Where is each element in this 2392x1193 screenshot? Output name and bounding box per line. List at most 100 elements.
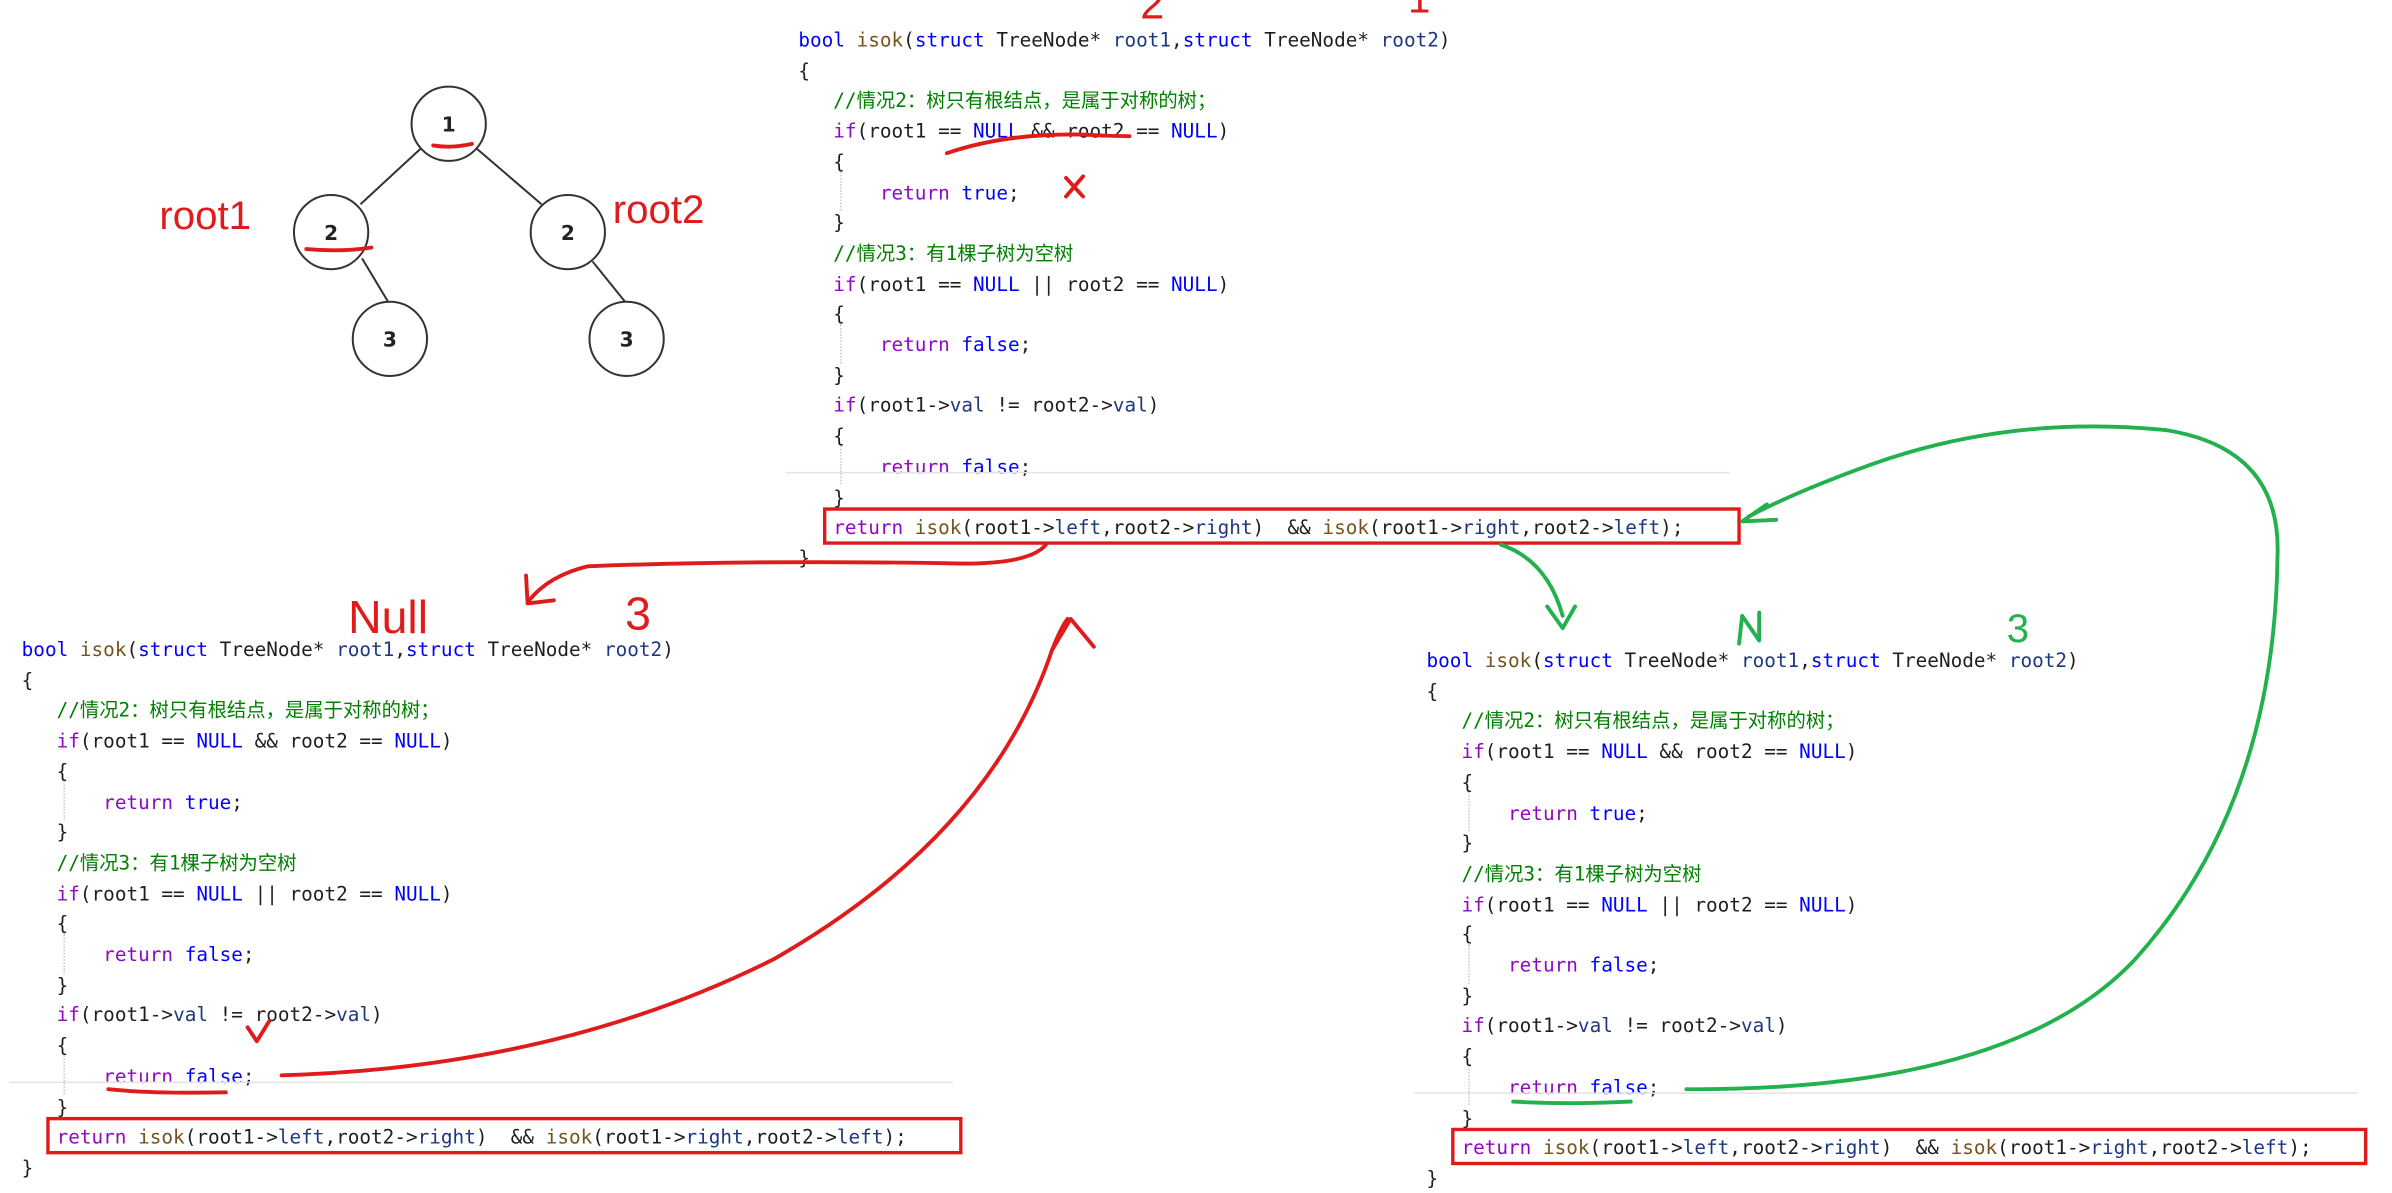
indent-guide [63, 781, 66, 821]
code-token: ; [1019, 454, 1032, 478]
green-return-curve [1684, 424, 2280, 1092]
top-annotation-1: 1 [1408, 0, 1430, 21]
code-line: if(root1 == NULL && root2 == NULL) [1427, 737, 1857, 766]
code-line: return false; [798, 330, 1031, 359]
code-line: if(root1 == NULL || root2 == NULL) [1427, 889, 1857, 918]
indent-guide [63, 933, 66, 973]
indent-guide [840, 171, 843, 211]
code-token: return [56, 1125, 139, 1149]
code-token: != root2-> [984, 393, 1113, 417]
code-token: || root2 == [1647, 892, 1800, 916]
red-arrowhead-up [1050, 616, 1096, 652]
code-line: { [798, 421, 845, 450]
code-token: return [1508, 953, 1590, 977]
code-token: { [1426, 678, 1439, 702]
code-line: { [1426, 919, 1474, 948]
code-token: root2 [1380, 27, 1439, 52]
code-line: { [798, 55, 810, 84]
code-token: TreeNode* [219, 637, 337, 661]
code-line: } [1427, 980, 1473, 1009]
code-line: } [798, 360, 845, 389]
code-line: if(root1->val != root2->val) [1427, 1011, 1787, 1040]
code-token: struct [914, 27, 997, 52]
code-token: if [1461, 1014, 1485, 1038]
code-token: true [1589, 800, 1637, 824]
underline-right-return [1511, 1099, 1633, 1106]
code-token: val [949, 393, 985, 417]
editor-separator [9, 1080, 954, 1083]
code-line: } [798, 208, 845, 237]
code-token: ,root2-> [324, 1125, 418, 1149]
code-line: return false; [22, 939, 255, 968]
code-token: struct [138, 637, 220, 661]
code-token: { [21, 911, 69, 935]
code-line: { [22, 909, 69, 938]
code-token: NULL [973, 271, 1020, 295]
code-token: (root1-> [856, 393, 950, 417]
code-token: if [56, 1003, 80, 1027]
code-line: bool isok(struct TreeNode* root1,struct … [798, 25, 1450, 54]
green-annotations [1498, 424, 2280, 1106]
code-token: root1 [1740, 648, 1800, 672]
code-line: if(root1->val != root2->val) [798, 390, 1159, 419]
code-token: ) [1438, 27, 1451, 52]
tree-node-1: 1 [410, 85, 487, 162]
code-token: val [336, 1003, 372, 1027]
code-token: (root1 == [1484, 892, 1602, 916]
code-token: ( [903, 27, 915, 52]
code-line: return false; [1427, 950, 1659, 979]
code-line: } [22, 970, 69, 999]
code-token: || root2 == [1019, 271, 1172, 295]
code-block-right: bool isok(struct TreeNode* root1,struct … [1414, 645, 2371, 1190]
svg-text:3: 3 [383, 328, 397, 352]
code-token: root1 [336, 637, 395, 661]
code-token: struct [405, 637, 488, 661]
code-line: { [798, 299, 845, 328]
green-arrowhead-down [1545, 604, 1577, 631]
code-token: { [798, 302, 845, 326]
code-line: //情况3：有1棵子树为空树 [798, 238, 1073, 267]
code-token: (root1-> [1484, 1014, 1578, 1038]
code-token: bool [1426, 648, 1485, 672]
code-token: //情况2：树只有根结点，是属于对称的树； [1426, 709, 1845, 733]
code-token: NULL [1171, 119, 1218, 143]
root1-label: root1 [159, 193, 251, 238]
left-annotation-3: 3 [625, 588, 651, 640]
code-token: { [1426, 922, 1474, 946]
code-token: val [173, 1003, 209, 1027]
code-token: ,root2-> [1729, 1135, 1823, 1160]
code-token: , [394, 637, 406, 661]
tree-node-3-left: 3 [351, 300, 429, 377]
code-token: isok [1950, 1135, 1998, 1160]
code-token: ,root2-> [1101, 515, 1195, 539]
code-line: { [1427, 1041, 1473, 1070]
indent-guide [63, 1055, 66, 1095]
code-line: } [1427, 1102, 1473, 1131]
code-token: return [103, 942, 185, 966]
code-token: ,root2-> [1520, 515, 1614, 539]
highlight-box-left [46, 1116, 963, 1155]
code-token: return [103, 789, 185, 814]
indent-guide [1468, 944, 1471, 984]
code-token: { [21, 667, 34, 692]
code-token: left [1054, 515, 1102, 539]
code-token: (root1 == [856, 271, 974, 295]
code-token: != root2-> [208, 1003, 337, 1027]
code-token: root2 [603, 637, 663, 661]
code-token: true [961, 180, 1008, 204]
code-line: { [1427, 767, 1473, 796]
code-token: if [1461, 739, 1485, 763]
code-token: if [56, 728, 80, 753]
code-token: ) [440, 881, 453, 905]
code-token: (root1 == [856, 119, 974, 143]
code-token: } [1426, 831, 1474, 855]
code-token: right [1822, 1135, 1881, 1160]
underline-node-2 [304, 245, 374, 253]
code-token: struct [1182, 27, 1265, 52]
red-arrow-to-left-call [527, 542, 1048, 603]
code-token: ; [1636, 800, 1648, 824]
code-token: ; [1019, 332, 1032, 356]
code-token: NULL [394, 728, 441, 753]
code-token: isok [856, 27, 904, 52]
